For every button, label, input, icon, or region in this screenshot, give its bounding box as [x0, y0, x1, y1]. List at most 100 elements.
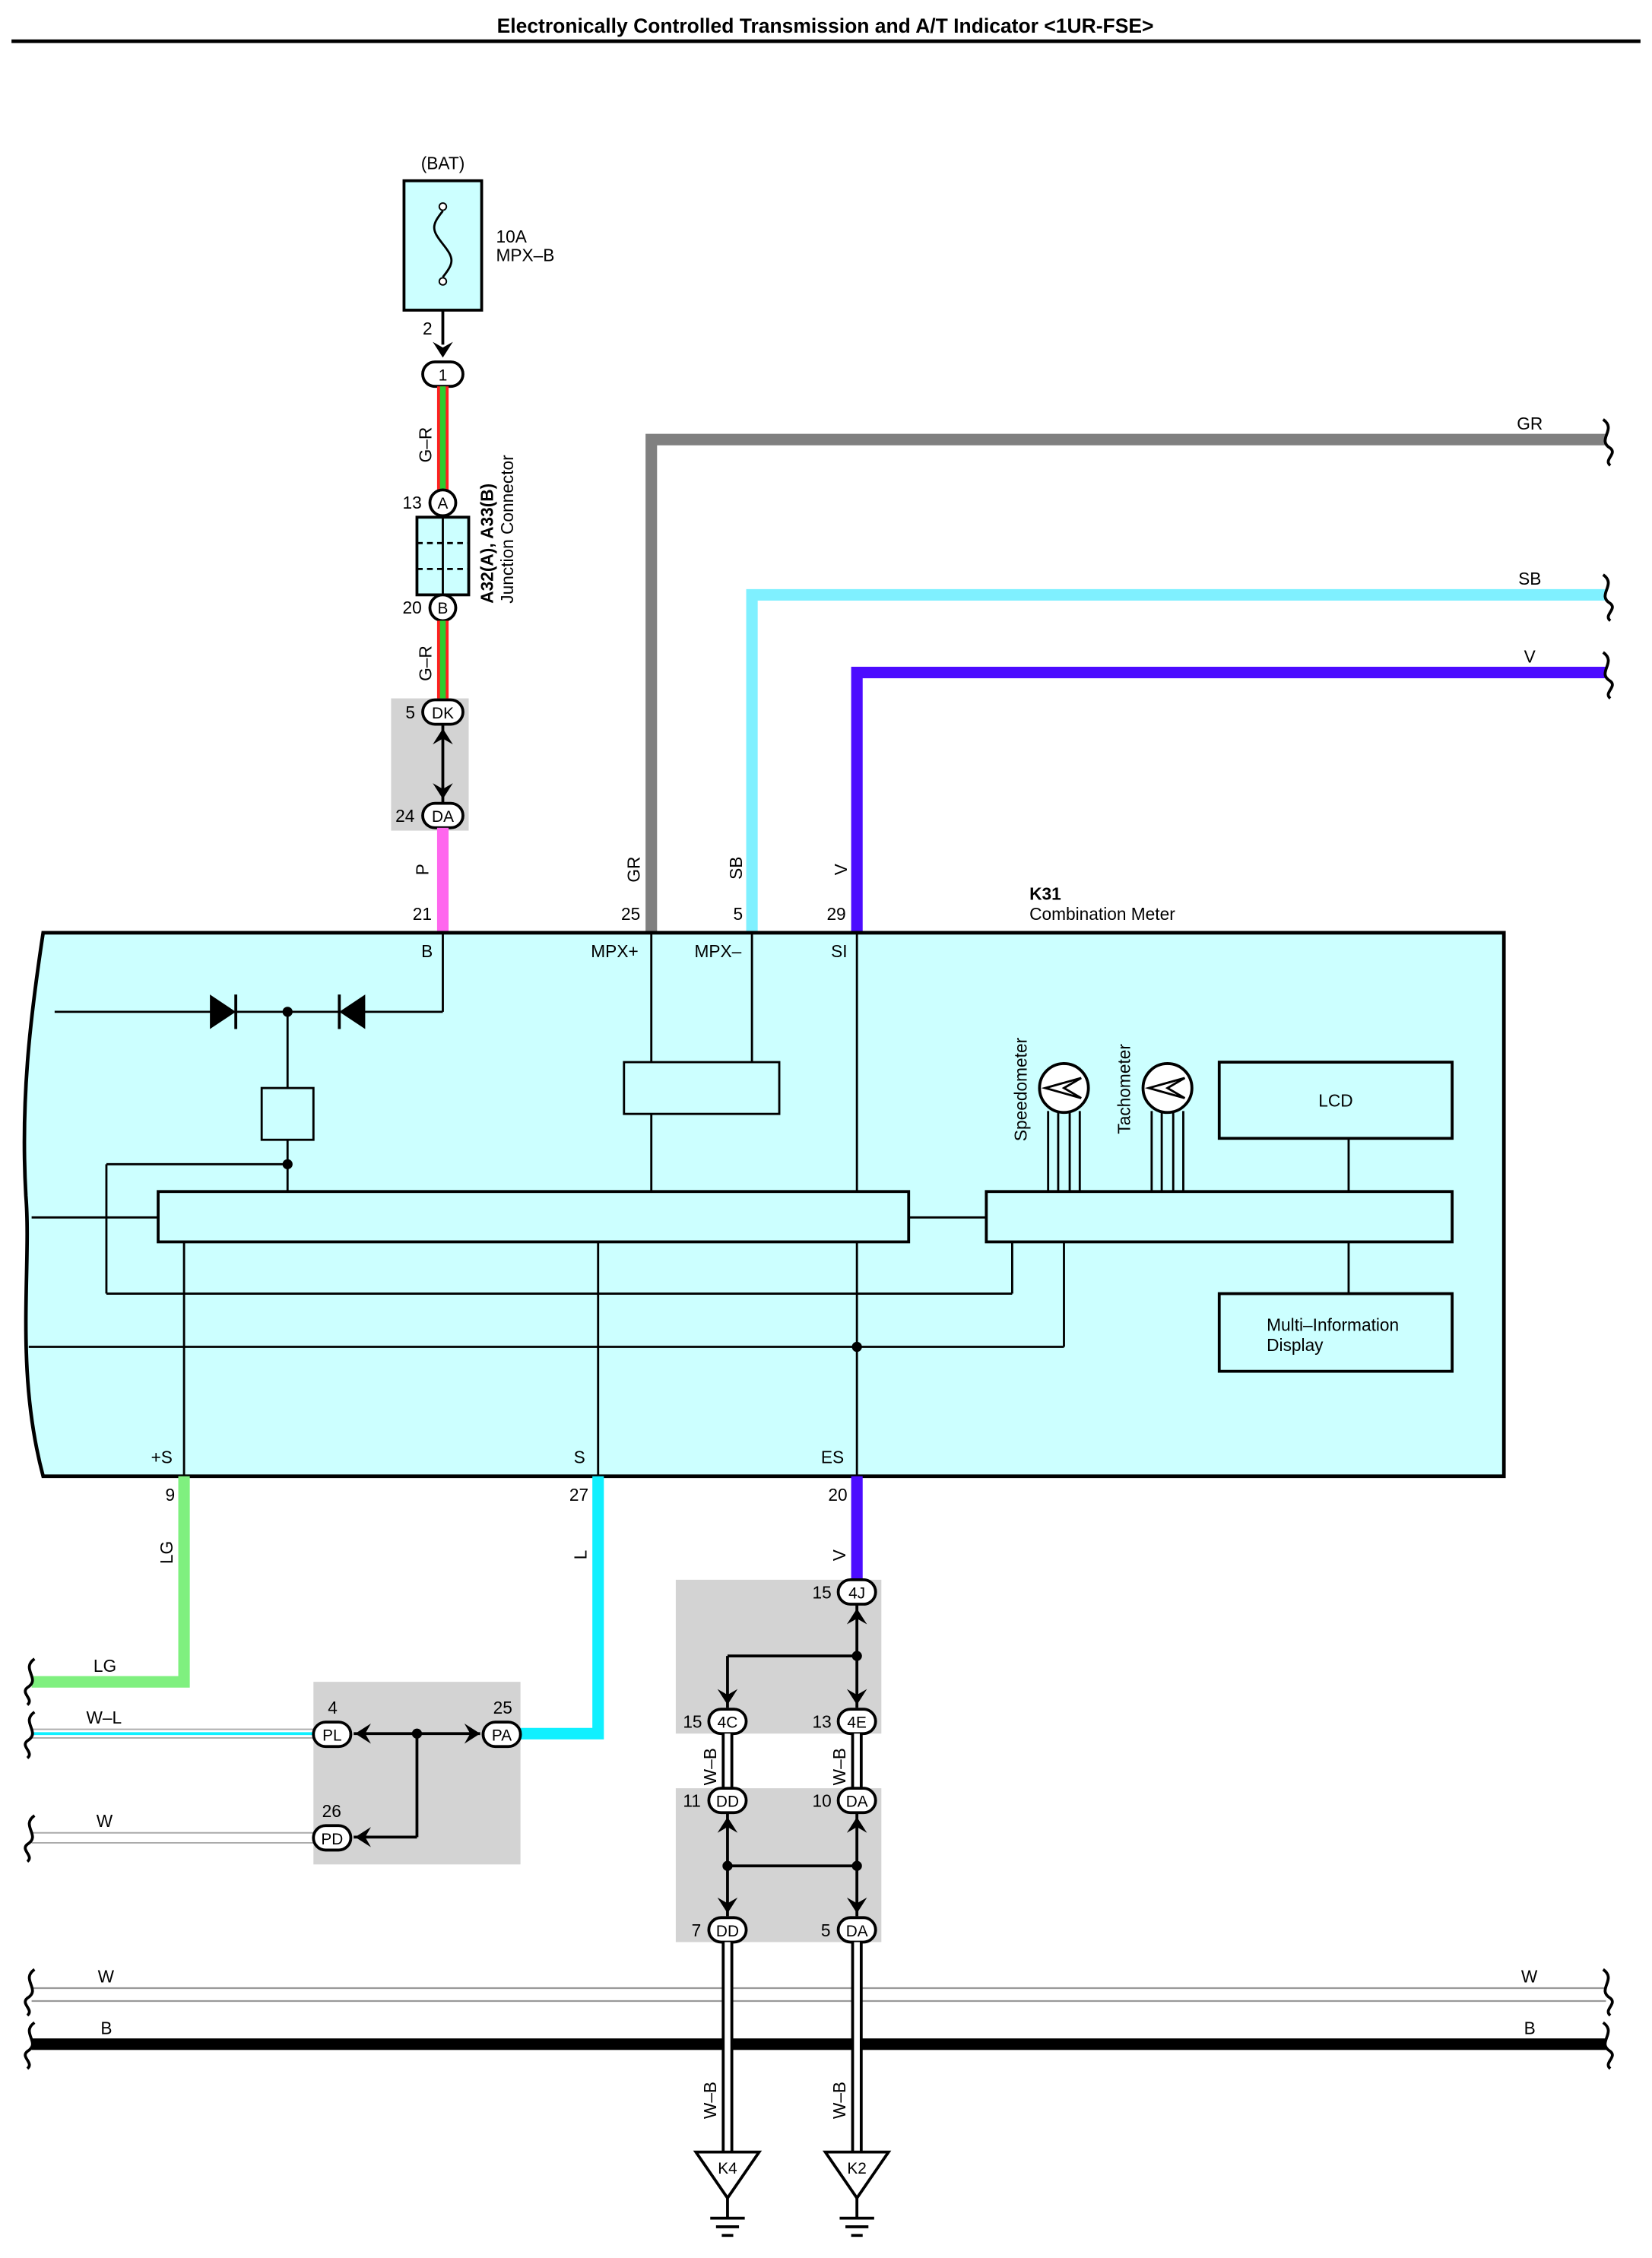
p-wire	[436, 827, 449, 933]
gr-wire-lower	[436, 620, 449, 700]
gr-wire-upper	[436, 386, 449, 492]
lg-wire	[31, 1476, 190, 1688]
jc-a-label: A	[438, 495, 449, 512]
pin-20: 20	[828, 1485, 847, 1505]
conn-4e-pin: 13	[813, 1712, 832, 1732]
sb-bus-wire	[746, 588, 1606, 933]
term-si: SI	[831, 941, 847, 961]
term-mpx-minus: MPX–	[694, 941, 741, 961]
lcd-box	[1217, 1061, 1454, 1140]
speedometer-label: Speedometer	[1010, 1037, 1030, 1141]
conn-dd-2-label: DD	[716, 1923, 739, 1940]
pin-25: 25	[621, 904, 640, 924]
lcd-label: LCD	[1318, 1091, 1352, 1111]
pin-9: 9	[165, 1485, 175, 1505]
wire-label-gr-2: G–R	[415, 645, 435, 681]
v-bus-wire	[851, 666, 1606, 933]
junction-dot-3	[851, 1341, 862, 1353]
tachometer-icon	[1141, 1062, 1194, 1192]
ground-k2-label: K2	[847, 2160, 866, 2177]
mid-line-1: Multi–Information	[1267, 1315, 1399, 1335]
wb-wire-2	[851, 1733, 863, 1789]
wire-label-sb-top: SB	[726, 857, 746, 880]
da-arrow-down-icon	[433, 783, 453, 799]
conn-pa	[481, 1720, 522, 1749]
conn-dd-1-pin: 11	[683, 1791, 701, 1811]
fuse-pin: 2	[423, 319, 433, 338]
conn-da-3-pin: 5	[821, 1920, 831, 1940]
fuse-terminal-top	[438, 202, 448, 211]
jc-name: A32(A), A33(B)	[477, 484, 497, 604]
gr-bus-wire	[645, 433, 1606, 933]
break-marks-right-bottom	[1602, 1968, 1614, 2070]
conn-pd	[312, 1824, 353, 1852]
conn-pa-label: PA	[492, 1727, 512, 1745]
conn-pl-label: PL	[322, 1727, 341, 1745]
4j-arrow-icon	[846, 1608, 867, 1625]
junction-dot-1	[282, 1007, 293, 1017]
conn-pd-label: PD	[321, 1831, 343, 1848]
pin-21: 21	[413, 904, 432, 924]
wb-wire-1	[721, 1733, 734, 1789]
jc-a-pin: 13	[403, 493, 422, 512]
wire-label-v: V	[1524, 646, 1536, 666]
wire-label-w-pd: W	[97, 1811, 113, 1831]
dd1-arrow-icon	[717, 1816, 738, 1833]
wire-label-wb-2: W–B	[829, 1748, 849, 1785]
jc-desc: Junction Connector	[497, 455, 517, 604]
conn-da-1-label: DA	[432, 808, 454, 826]
b-bus-wire	[31, 2038, 1606, 2050]
ground-k4-icon	[693, 2150, 763, 2237]
jc-b-pin: 20	[403, 598, 422, 617]
speedometer-icon	[1038, 1062, 1090, 1192]
wire-label-wb-1: W–B	[700, 1748, 720, 1785]
wire-label-wb-4: W–B	[829, 2082, 849, 2119]
conn-pl-pin: 4	[328, 1698, 338, 1717]
conn-pl	[312, 1720, 353, 1749]
splice-d-dot-1	[722, 1860, 733, 1871]
break-marks-right	[1602, 418, 1614, 700]
wire-label-w-left: W	[98, 1966, 115, 1986]
conn-4j-label: 4J	[848, 1584, 865, 1602]
fuse-rating: 10A	[496, 227, 527, 246]
p-splice-dot	[411, 1728, 423, 1739]
pin-29: 29	[826, 904, 845, 924]
diode-right-icon	[339, 994, 366, 1029]
bat-label: (BAT)	[421, 154, 465, 173]
wire-label-w-right: W	[1521, 1966, 1538, 1986]
fuse-name: MPX–B	[496, 246, 554, 265]
wb-ground-wire-1	[721, 1942, 734, 2152]
wire-label-b-left: B	[100, 2019, 112, 2038]
term-s: S	[574, 1448, 585, 1467]
meter-bus-left	[157, 1190, 911, 1244]
conn-da-2-label: DA	[846, 1793, 868, 1811]
conn-da-1-pin: 24	[395, 806, 414, 826]
wire-label-v-bottom: V	[829, 1549, 849, 1561]
wire-label-gr: GR	[1517, 414, 1543, 433]
junction-dot-2	[282, 1159, 293, 1169]
conn-dd-2-pin: 7	[692, 1920, 702, 1940]
conn-dk-label: DK	[432, 705, 454, 722]
pin-27: 27	[569, 1485, 588, 1505]
conn-pd-pin: 26	[322, 1801, 341, 1821]
l-wire	[520, 1476, 604, 1739]
pin-5: 5	[734, 904, 744, 924]
mid-box	[1217, 1292, 1454, 1373]
w-wire-pd	[31, 1831, 314, 1844]
fuse-arrow-icon	[433, 341, 453, 358]
wire-label-l: L	[571, 1550, 591, 1560]
ground-k2-icon	[822, 2150, 892, 2237]
splice-4-dot	[851, 1651, 862, 1661]
wire-label-lg-h: LG	[94, 1656, 116, 1676]
jc-b-label: B	[438, 600, 449, 617]
wire-label-gr-1: G–R	[415, 427, 435, 463]
term-b: B	[421, 941, 433, 961]
conn-pa-pin: 25	[493, 1698, 512, 1717]
meter-bus-right	[985, 1190, 1454, 1244]
conn-4j-pin: 15	[813, 1582, 832, 1602]
conn-4c-pin: 15	[683, 1712, 702, 1732]
ground-k4-label: K4	[718, 2160, 737, 2177]
splice-d-dot-2	[851, 1860, 862, 1871]
